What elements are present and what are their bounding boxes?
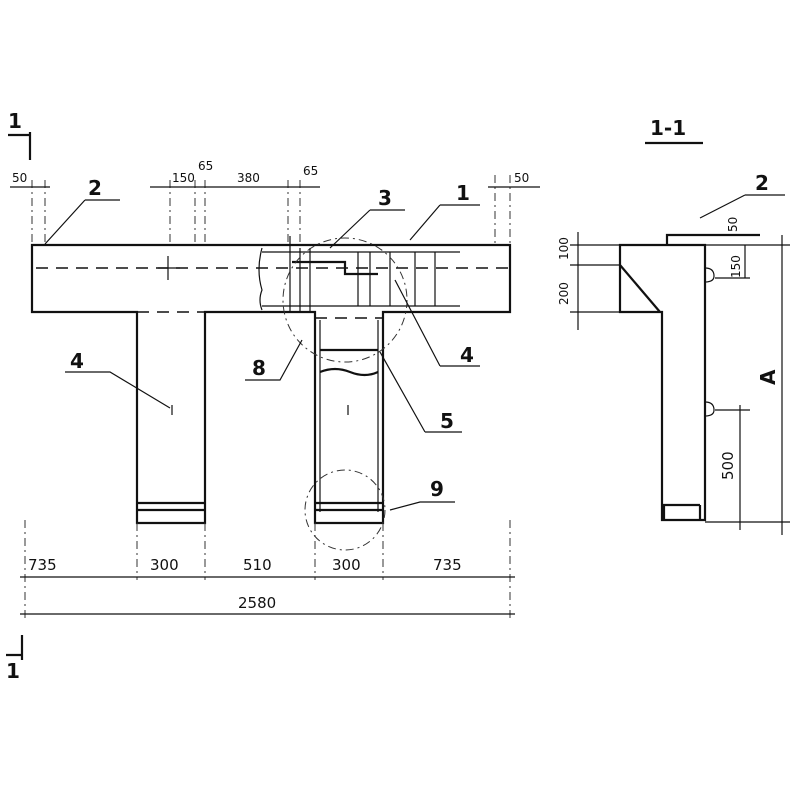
dim-50-right: 50: [514, 171, 529, 185]
callout-2: 2: [88, 176, 102, 200]
dim-500: 500: [719, 451, 737, 480]
dim-300-right: 300: [332, 556, 361, 574]
dim-510: 510: [243, 556, 272, 574]
dim-200: 200: [557, 282, 571, 305]
dim-50-left: 50: [12, 171, 27, 185]
svg-text:1: 1: [8, 109, 22, 133]
section-view: 1-1 2 100 200 50 150 500 A: [557, 116, 790, 535]
section-mark-top: 1: [8, 109, 32, 160]
dim-A: A: [756, 369, 780, 385]
callout-9: 9: [430, 477, 444, 501]
dim-65-left: 65: [198, 159, 213, 173]
callout-1: 1: [456, 181, 470, 205]
dim-735-right: 735: [433, 556, 462, 574]
dim-100: 100: [557, 237, 571, 260]
callout-5: 5: [440, 409, 454, 433]
dim-150: 150: [172, 171, 195, 185]
dim-65-right: 65: [303, 164, 318, 178]
dim-735-left: 735: [28, 556, 57, 574]
callout-8: 8: [252, 356, 266, 380]
top-dimension-line: 50 150 65 380 65 50: [10, 159, 540, 188]
plan-view: [24, 175, 512, 620]
dim-2580: 2580: [238, 594, 276, 612]
section-callout-2: 2: [755, 171, 769, 195]
section-mark-bottom: 1: [6, 635, 24, 683]
dim-380: 380: [237, 171, 260, 185]
dim-50-section: 50: [726, 217, 740, 232]
callout-4-left: 4: [70, 349, 84, 373]
dim-150-section: 150: [729, 255, 743, 278]
svg-text:1: 1: [6, 659, 20, 683]
bottom-dimension-line: 735 300 510 300 735 2580: [20, 556, 515, 615]
callout-4-right: 4: [460, 343, 474, 367]
dim-300-left: 300: [150, 556, 179, 574]
callouts: 2 3 1 4 8 4 5 9: [44, 176, 480, 511]
callout-3: 3: [378, 186, 392, 210]
section-title: 1-1: [650, 116, 686, 140]
